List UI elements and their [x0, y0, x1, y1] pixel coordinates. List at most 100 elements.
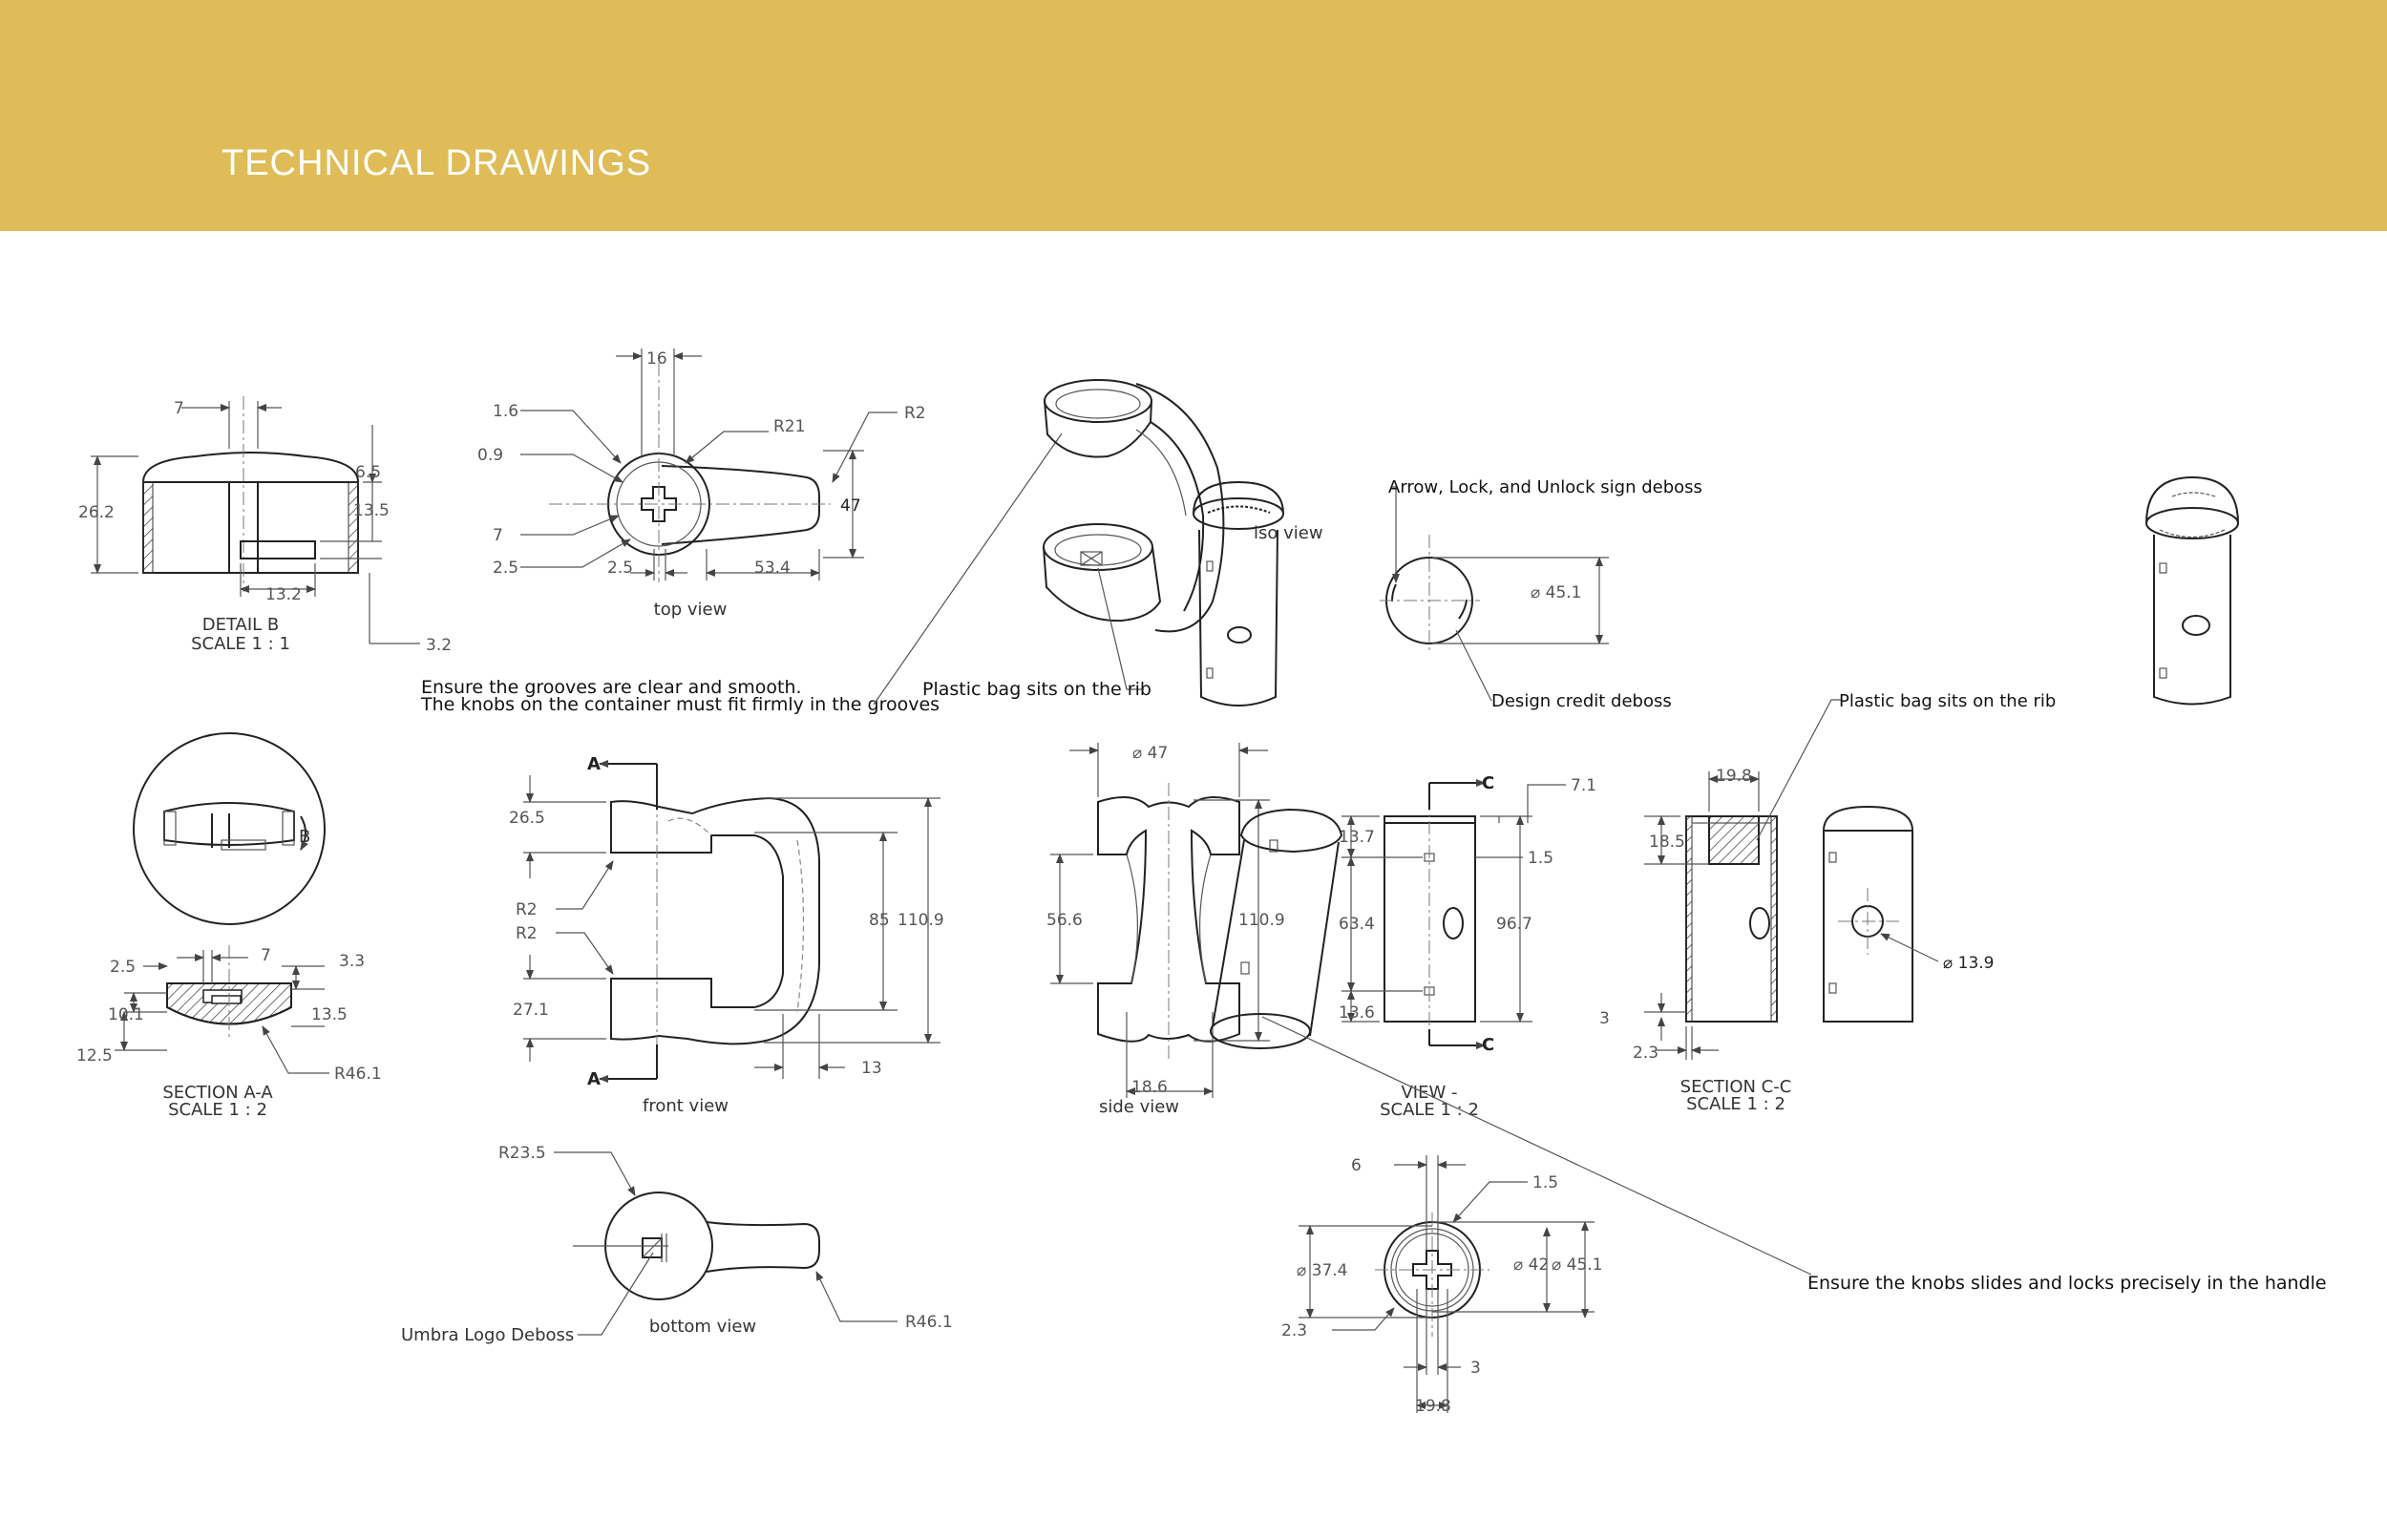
- bottom-view-caption: bottom view: [649, 1317, 756, 1337]
- section-mark-a-bottom: A: [587, 1069, 601, 1089]
- page-title: TECHNICAL DRAWINGS: [222, 143, 652, 183]
- dim-3: 3: [1599, 1009, 1610, 1028]
- dim-26-5: 26.5: [509, 809, 545, 828]
- iso-view: iso view Plastic bag sits on the rib: [922, 379, 1323, 700]
- knob-iso-top: [1193, 480, 1284, 707]
- dim-2-3: 2.3: [1633, 1044, 1658, 1063]
- knob-bottom-view: 6 1.5 ⌀ 37.4 ⌀ 42 ⌀ 45.1 2.3 3 19.8: [1281, 1155, 1603, 1416]
- dim-53-4: 53.4: [754, 559, 791, 578]
- dim-2-5: 2.5: [110, 958, 136, 977]
- dim-85: 85: [869, 911, 890, 930]
- dim-47: 47: [840, 496, 861, 516]
- dim-13: 13: [861, 1059, 882, 1078]
- dim-1-5: 1.5: [1532, 1173, 1558, 1192]
- section-mark-c-bottom: C: [1482, 1035, 1494, 1055]
- grooves-note-line1: Ensure the grooves are clear and smooth.: [421, 677, 802, 698]
- detail-b-title: DETAIL B: [202, 615, 280, 635]
- knobs-lock-note: Ensure the knobs slides and locks precis…: [1807, 1273, 2327, 1294]
- dim-d45-1: ⌀ 45.1: [1531, 583, 1582, 602]
- grooves-note-line2: The knobs on the container must fit firm…: [420, 694, 940, 715]
- dim-2-3: 2.3: [1281, 1321, 1307, 1340]
- top-view-caption: top view: [654, 600, 728, 620]
- dim-7: 7: [261, 946, 271, 965]
- section-c-c-view: 19.8 18.5 3 2.3 SECTION C-C SCALE 1 : 2 …: [1599, 691, 2056, 1114]
- dim-27-1: 27.1: [513, 1001, 549, 1020]
- dim-18-5: 18.5: [1649, 833, 1685, 852]
- section-a-a-view: B 2.5 7 3.3 10.1 13.5 12.5 R46.1 SECTION…: [76, 732, 382, 1120]
- dim-2-5: 2.5: [493, 559, 518, 578]
- knob-top-view: ⌀ 45.1 Arrow, Lock, and Unlock sign debo…: [1380, 477, 1702, 711]
- dim-1-5: 1.5: [1528, 849, 1553, 868]
- dim-d47: ⌀ 47: [1132, 744, 1168, 763]
- dim-19-8: 19.8: [1415, 1397, 1451, 1416]
- dim-d37-4: ⌀ 37.4: [1297, 1261, 1348, 1280]
- dim-3: 3: [1470, 1359, 1481, 1378]
- knob-iso-right: [2145, 475, 2239, 706]
- knob-view-scale: SCALE 1 : 2: [1380, 1100, 1479, 1120]
- dim-13-7: 13.7: [1339, 828, 1375, 847]
- dim-6-5: 6.5: [355, 463, 381, 482]
- dim-d13-9: ⌀ 13.9: [1943, 954, 1995, 973]
- dim-r2-a: R2: [516, 900, 538, 919]
- dim-13-2: 13.2: [265, 585, 302, 604]
- dim-56-6: 56.6: [1046, 911, 1083, 930]
- dim-6: 6: [1351, 1156, 1362, 1175]
- dim-16: 16: [646, 349, 667, 369]
- dim-13-5: 13.5: [311, 1005, 348, 1024]
- bag-rib-note-1: Plastic bag sits on the rib: [922, 679, 1151, 700]
- dim-12-5: 12.5: [76, 1046, 113, 1065]
- section-a-scale: SCALE 1 : 2: [168, 1100, 267, 1120]
- top-view: 16 1.6 0.9 7 2.5 2.5 53.4 R21 R2 47 top …: [477, 348, 926, 620]
- dim-7: 7: [493, 526, 503, 545]
- detail-mark-b: B: [299, 827, 310, 847]
- dim-0-9: 0.9: [477, 446, 503, 465]
- dim-3-3: 3.3: [339, 952, 365, 971]
- dim-18-6: 18.6: [1131, 1078, 1168, 1097]
- knob-view: C C 13.7 63.4 13.6 96.7 1.5 7.1 VIEW - S…: [1339, 773, 1596, 1120]
- dim-10-1: 10.1: [108, 1005, 144, 1024]
- dim-r2: R2: [904, 404, 926, 423]
- front-view: A A 26.5 R2 R2 27.1 85 110.9 13 front vi…: [509, 754, 944, 1116]
- grooves-note: Ensure the grooves are clear and smooth.…: [420, 432, 1063, 715]
- iso-view-caption: iso view: [1254, 523, 1323, 543]
- dim-110-9: 110.9: [898, 911, 944, 930]
- dim-2-5-b: 2.5: [607, 559, 633, 578]
- section-mark-c-top: C: [1482, 773, 1494, 793]
- dim-7-1: 7.1: [1571, 776, 1596, 795]
- dim-13-6: 13.6: [1339, 1003, 1375, 1023]
- knob-front-view: ⌀ 13.9: [1823, 805, 1995, 1023]
- umbra-logo-note: Umbra Logo Deboss: [401, 1325, 574, 1345]
- dim-7: 7: [174, 399, 184, 418]
- dim-110-9: 110.9: [1238, 911, 1285, 930]
- dim-r2-b: R2: [516, 924, 538, 943]
- section-c-title: SECTION C-C: [1680, 1077, 1792, 1097]
- design-credit-note: Design credit deboss: [1491, 691, 1672, 711]
- knob-view-title: VIEW -: [1401, 1083, 1457, 1103]
- dim-d42: ⌀ 42: [1513, 1255, 1549, 1275]
- dim-63-4: 63.4: [1339, 915, 1375, 934]
- dim-96-7: 96.7: [1496, 915, 1532, 934]
- dim-26-2: 26.2: [78, 503, 115, 522]
- dim-1-6: 1.6: [493, 402, 518, 421]
- dim-r46-1: R46.1: [905, 1313, 953, 1332]
- dim-d45-1: ⌀ 45.1: [1552, 1255, 1603, 1275]
- bag-rib-note-2: Plastic bag sits on the rib: [1839, 691, 2056, 711]
- section-c-scale: SCALE 1 : 2: [1686, 1094, 1785, 1114]
- side-view-caption: side view: [1099, 1097, 1179, 1117]
- bottom-view: R23.5 R46.1 bottom view Umbra Logo Debos…: [401, 1144, 953, 1345]
- detail-b-scale: SCALE 1 : 1: [191, 634, 290, 654]
- section-a-title: SECTION A-A: [162, 1083, 273, 1103]
- dim-r46-1: R46.1: [334, 1065, 382, 1084]
- front-view-caption: front view: [643, 1096, 729, 1116]
- dim-13-5: 13.5: [353, 501, 390, 520]
- side-view: ⌀ 47 56.6 110.9 18.6 side view: [1046, 743, 1285, 1117]
- page-header: TECHNICAL DRAWINGS: [0, 0, 2387, 231]
- section-mark-a-top: A: [587, 754, 601, 774]
- dim-3-2: 3.2: [426, 636, 452, 655]
- dim-r21: R21: [773, 417, 805, 436]
- knob-iso-bottom: Ensure the knobs slides and locks precis…: [1210, 808, 2327, 1294]
- dim-19-8: 19.8: [1716, 767, 1752, 786]
- detail-b-view: 7 26.2 6.5 13.5 13.2 3.2 DETAIL B SCALE …: [78, 396, 452, 655]
- dim-r23-5: R23.5: [498, 1144, 546, 1163]
